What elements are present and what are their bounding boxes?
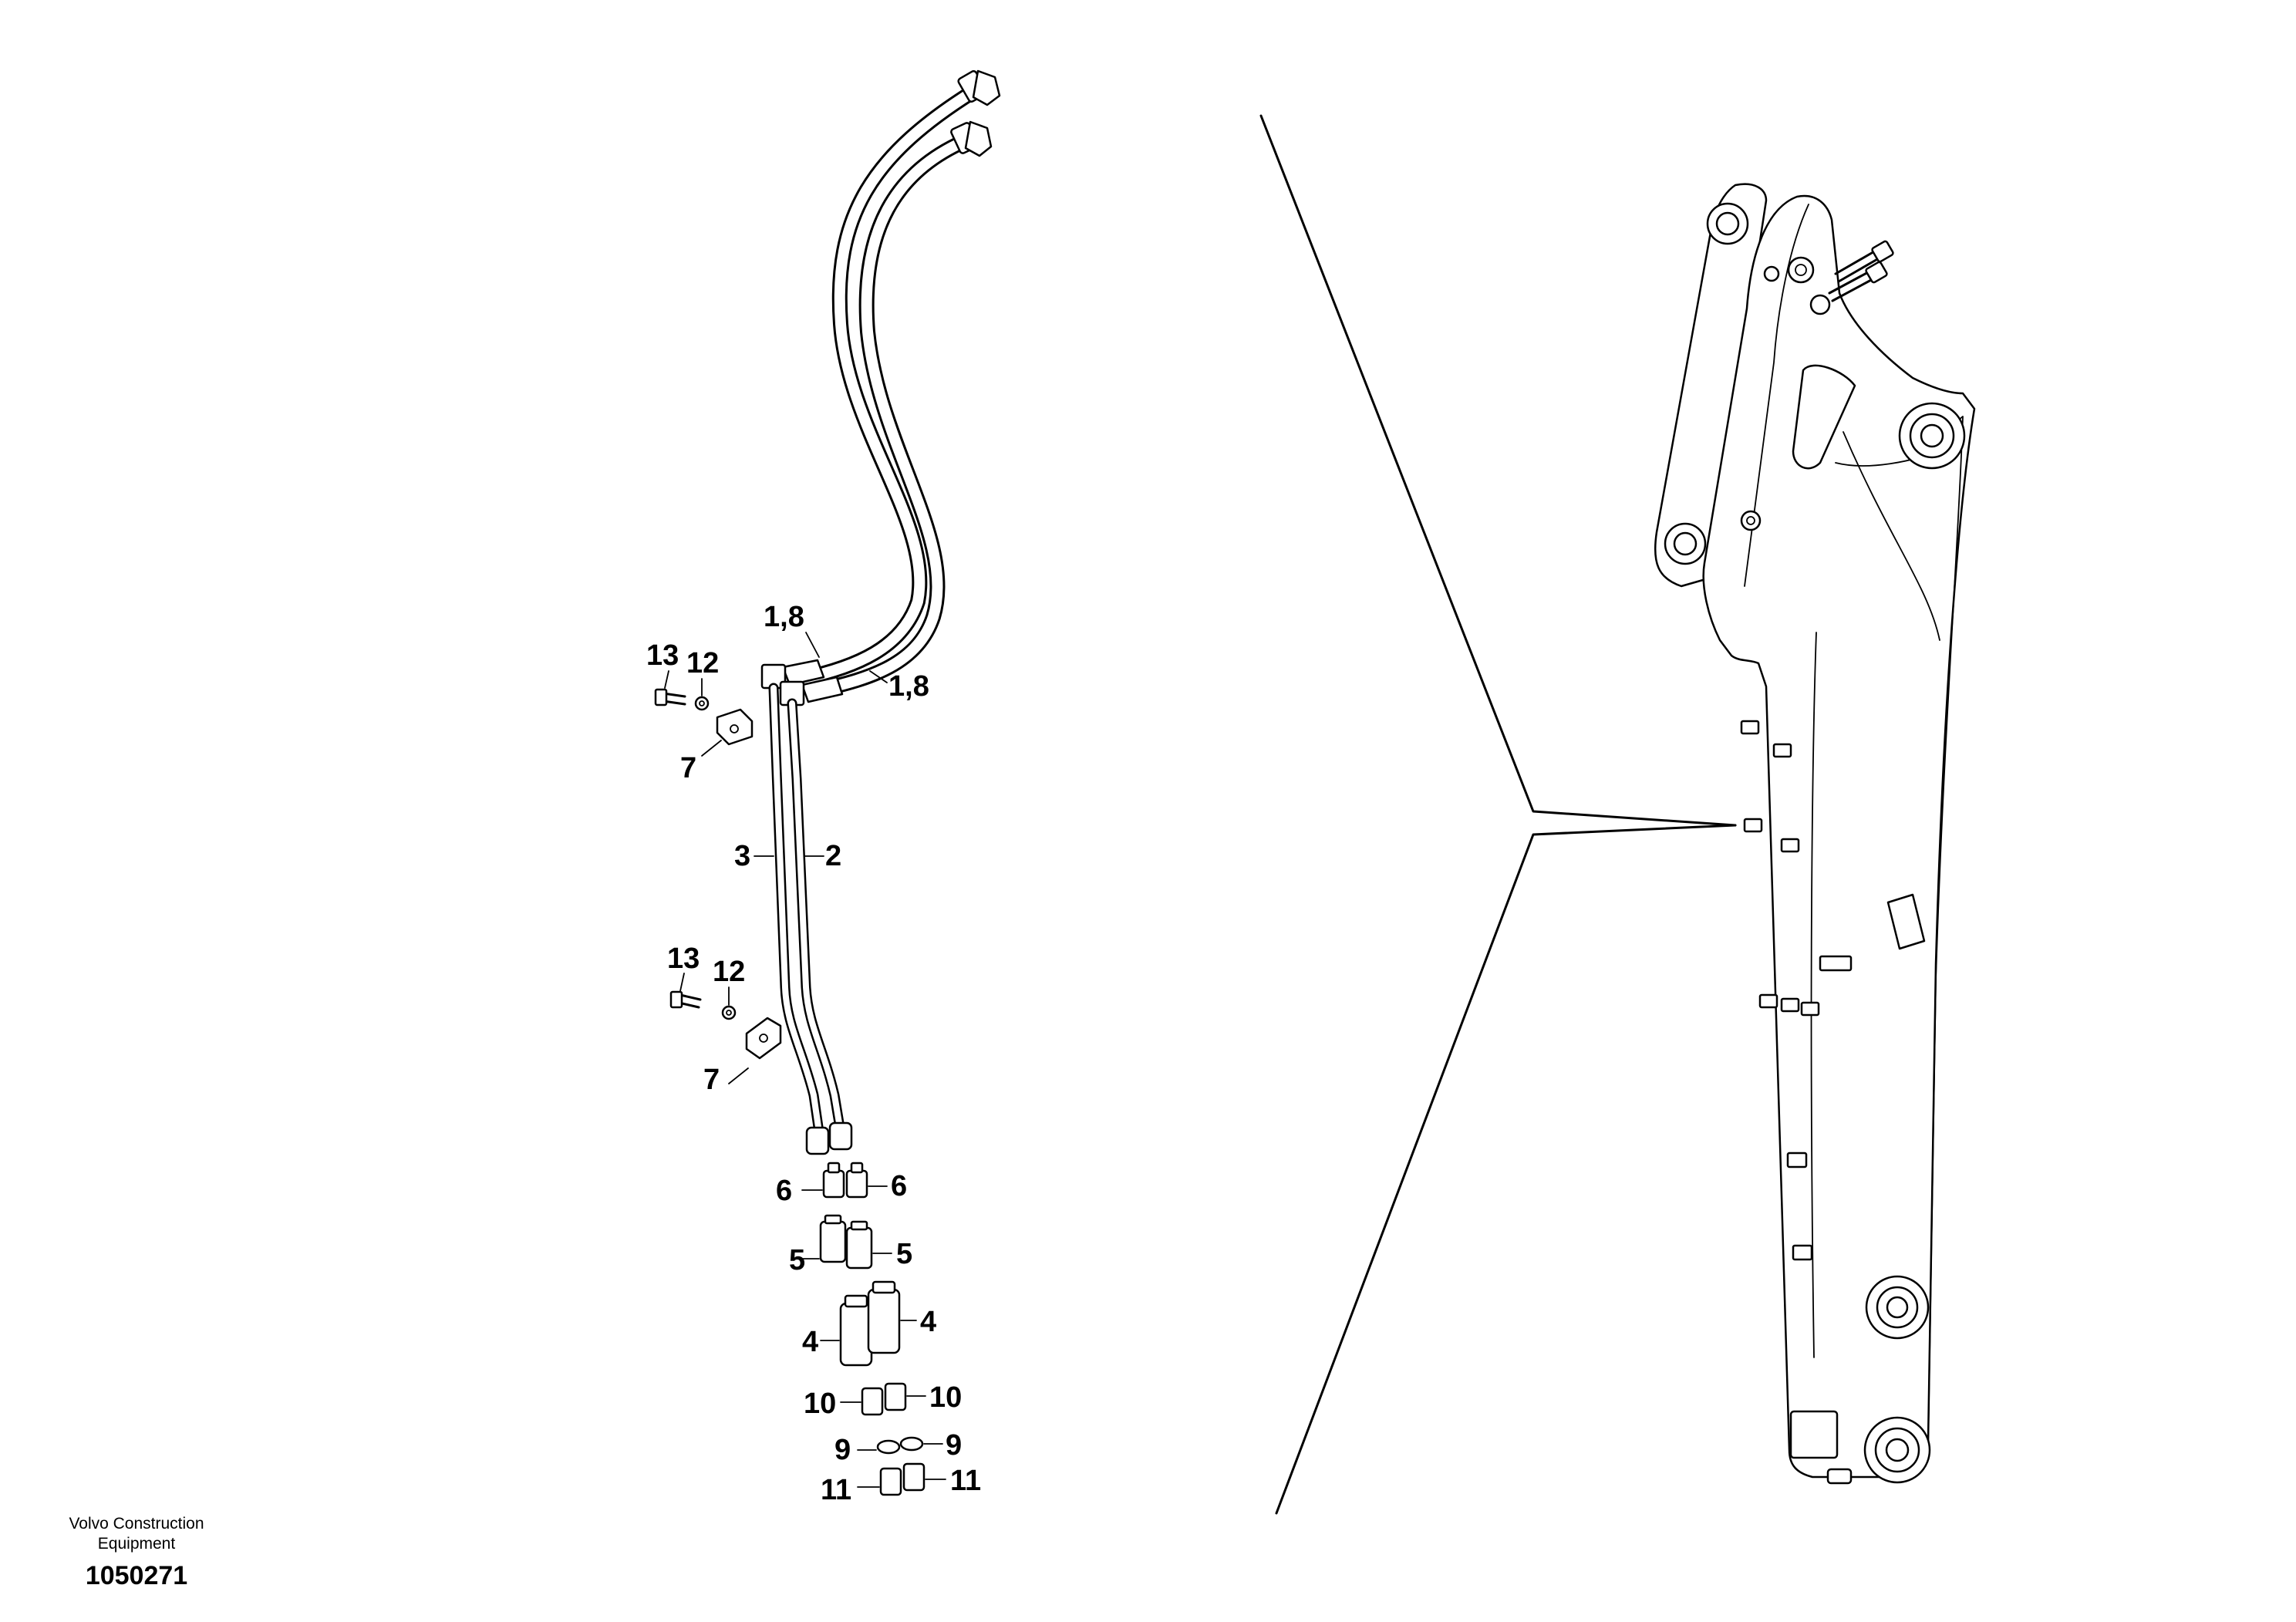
callout-11-left: 11 (821, 1474, 851, 1506)
excavator-arm (1654, 183, 1976, 1485)
callout-9-left: 9 (834, 1434, 851, 1466)
detail-pointer (1259, 114, 1737, 1515)
callout-1-8-top: 1,8 (764, 601, 804, 633)
hose-lower-fitting-1 (760, 659, 825, 690)
hose-lower-fitting-2 (779, 676, 844, 706)
hose-end-fitting-top-2 (950, 120, 993, 157)
grease-fittings-top (1828, 240, 1894, 302)
callout-5-right: 5 (896, 1238, 912, 1270)
o-ring-9-pair (876, 1436, 924, 1455)
arm-bottom-plate (1789, 1410, 1839, 1459)
callout-5-left: 5 (789, 1244, 805, 1276)
hose-assembly (760, 69, 1001, 706)
pipe-2 (787, 698, 846, 1138)
hose-inner (810, 131, 978, 698)
callout-13-top: 13 (646, 639, 679, 672)
adapter-6-pair (822, 1162, 868, 1199)
washer-12-top (694, 696, 710, 711)
bolt-13-top (654, 688, 686, 706)
company-name-line2: Equipment (98, 1535, 176, 1553)
arm-pin-top (1787, 256, 1815, 284)
footer: Volvo Construction Equipment 1050271 (69, 1515, 204, 1590)
rigid-pipes (768, 683, 853, 1155)
callout-4-left: 4 (802, 1326, 818, 1358)
hose-outer (794, 81, 986, 686)
clamp-7-top (716, 708, 754, 746)
callout-11-right: 11 (950, 1465, 981, 1497)
callout-3: 3 (734, 840, 750, 872)
callout-6-right: 6 (891, 1170, 907, 1202)
callout-10-right: 10 (929, 1381, 962, 1414)
figure-number: 1050271 (86, 1561, 187, 1590)
clamp-set-top (654, 688, 754, 746)
plug-11-pair (879, 1462, 925, 1496)
callout-1-8-right: 1,8 (888, 670, 929, 703)
washer-12-mid (721, 1005, 737, 1020)
callout-7-top: 7 (680, 752, 696, 784)
pipe-end-fitting-2 (828, 1121, 853, 1151)
arm-cutout (1792, 364, 1856, 470)
callout-labels: 1,8 1,8 13 12 7 3 2 13 12 7 6 6 5 5 4 4 … (646, 601, 981, 1506)
adapter-5-pair (819, 1214, 873, 1270)
clamp-set-mid (669, 990, 782, 1060)
leader-lines (664, 632, 946, 1488)
callout-2: 2 (825, 840, 841, 872)
callout-13-mid: 13 (667, 943, 700, 975)
clamp-7-mid (745, 1017, 782, 1060)
arm-block-plate (1886, 893, 1926, 950)
callout-12-mid: 12 (713, 956, 745, 988)
pipe-end-fitting-1 (805, 1126, 830, 1155)
callout-6-left: 6 (776, 1175, 792, 1207)
callout-7-mid: 7 (703, 1064, 720, 1096)
company-name-line1: Volvo Construction (69, 1515, 204, 1533)
hose-end-fitting-top-1 (957, 69, 1001, 106)
arm-clamp-brackets (1740, 720, 1853, 1261)
callout-4-right: 4 (920, 1306, 936, 1338)
callout-12-top: 12 (686, 647, 719, 679)
adapter-10-pair (861, 1382, 907, 1416)
bolt-13-mid (669, 990, 702, 1009)
callout-10-left: 10 (804, 1388, 836, 1420)
callout-9-right: 9 (946, 1429, 962, 1462)
quick-coupling-4-pair (839, 1280, 901, 1367)
